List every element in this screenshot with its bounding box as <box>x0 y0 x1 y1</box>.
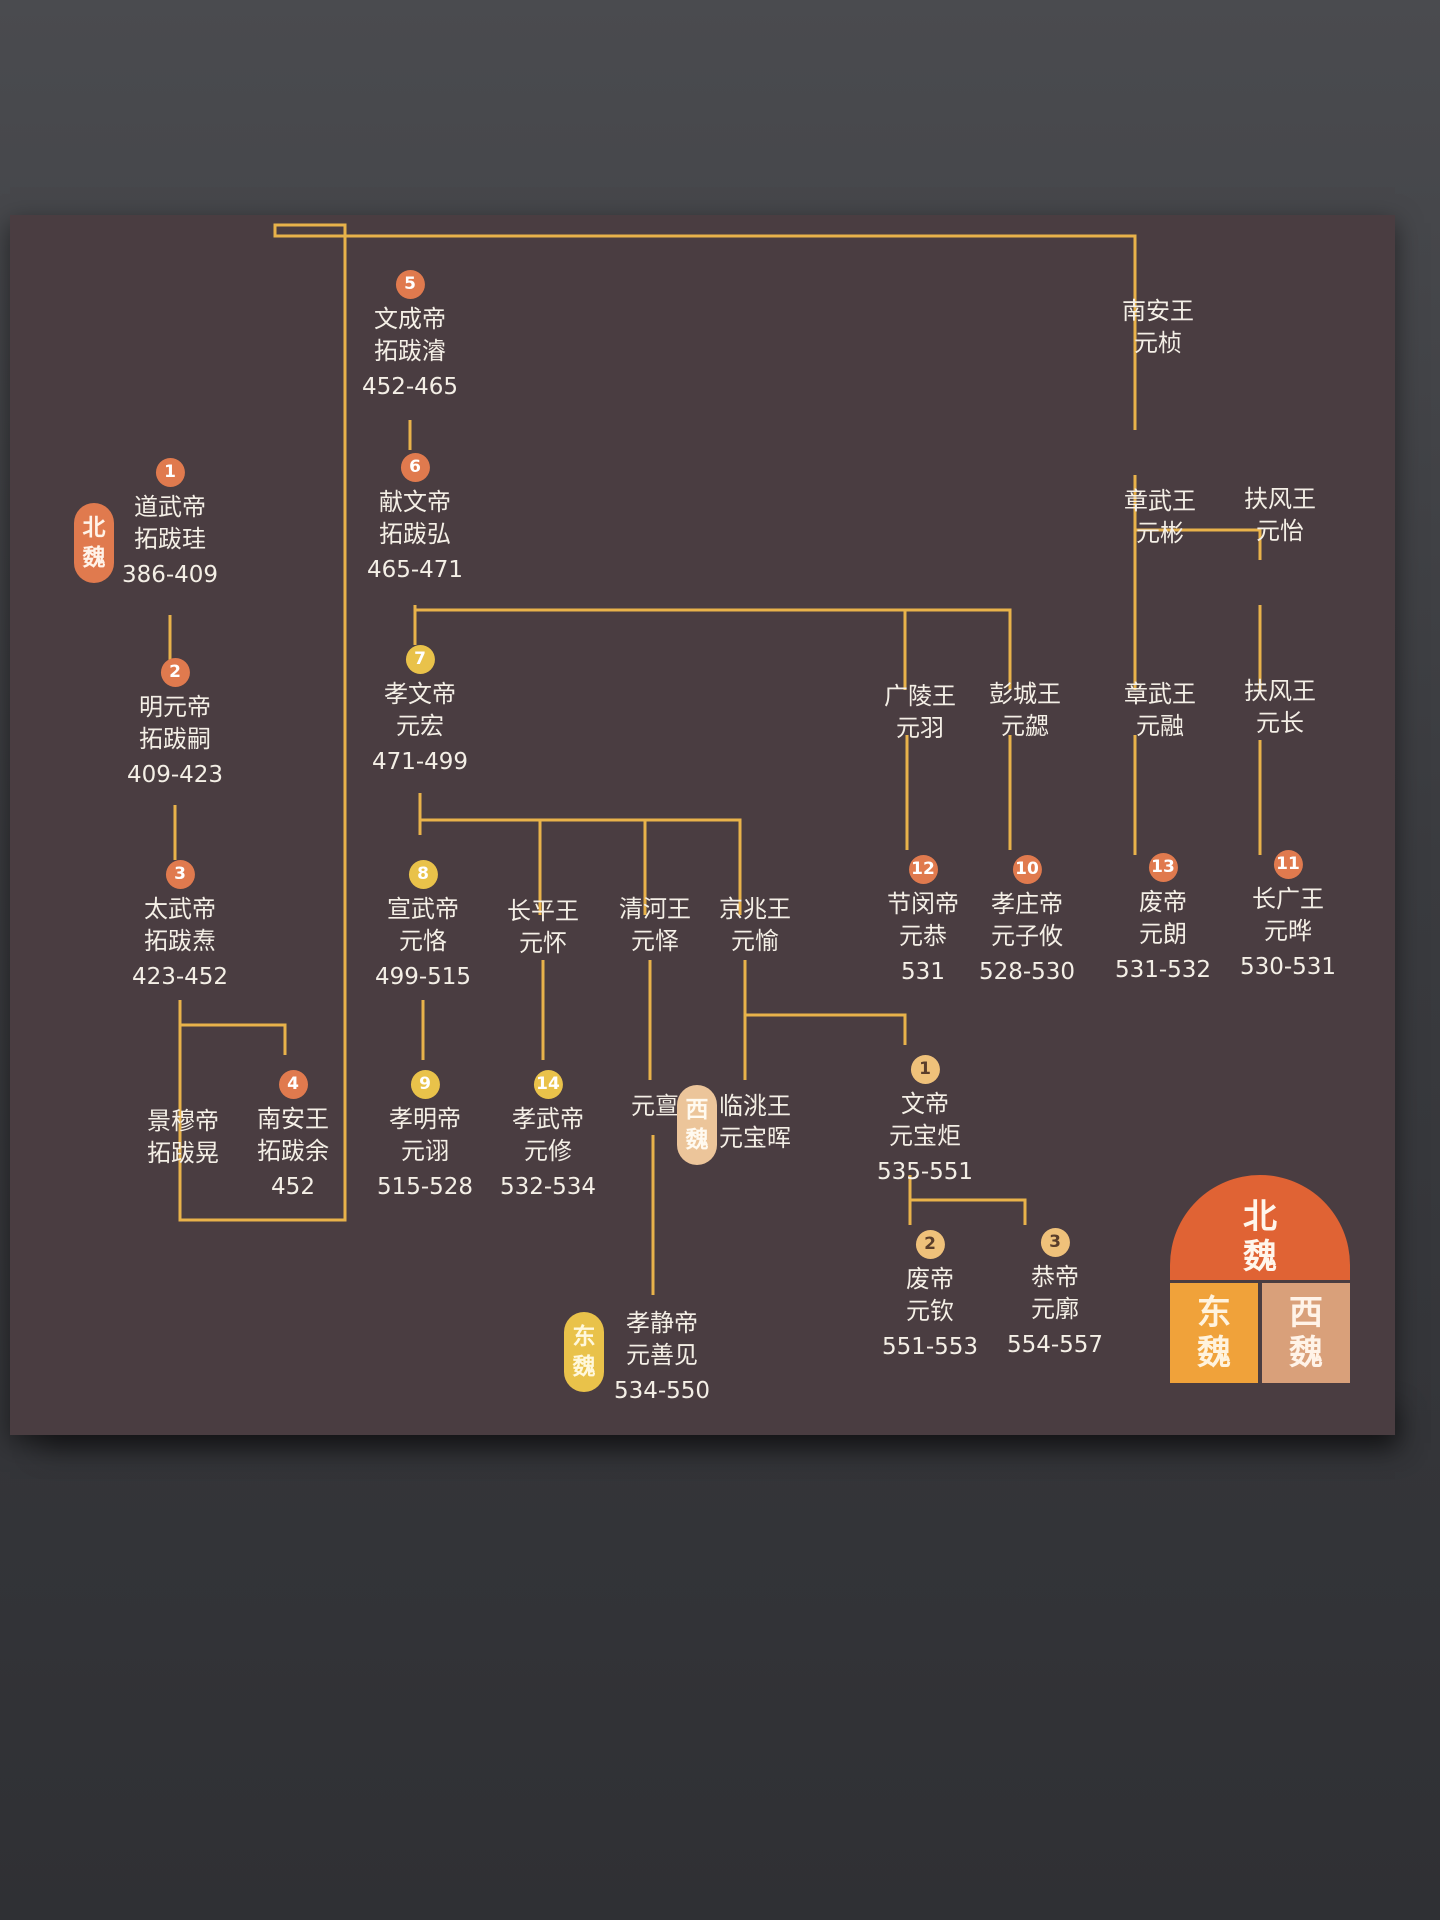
node-xiaowudi: 14 孝武帝 元修 532-534 <box>500 1070 596 1203</box>
reign-order-badge: 4 <box>278 1070 308 1099</box>
node-xiaozhuangdi: 10 孝庄帝 元子攸 528-530 <box>979 855 1075 988</box>
node-mingyuandi: 2 明元帝 拓跋嗣 409-423 <box>127 658 223 791</box>
line-3-nananwang <box>180 1023 287 1055</box>
node-wendi-ww: 1 文帝 元宝炬 535-551 <box>877 1055 973 1188</box>
node-changguangwang: 11 长广王 元晔 530-531 <box>1240 850 1336 983</box>
node-guanglingwang: 广陵王 元羽 <box>884 682 956 742</box>
node-xiaojingdi: 孝静帝 元善见 534-550 <box>613 1309 711 1404</box>
reign-order-badge: 1 <box>155 458 185 487</box>
western-wei-tag: 西 魏 <box>677 1085 717 1165</box>
reign-order-badge: 5 <box>395 270 425 299</box>
node-lintaowang: 临洮王 元宝晖 <box>719 1092 791 1152</box>
node-zhangwuwang-rong: 章武王 元融 <box>1124 680 1196 740</box>
node-changpingwang: 长平王 元怀 <box>507 897 579 957</box>
reign-order-badge: 2 <box>160 658 190 687</box>
line-3-children <box>178 223 1137 1222</box>
node-nananwang-yu: 4 南安王 拓跋余 452 <box>257 1070 329 1203</box>
line-7-children <box>420 818 742 915</box>
node-jingzhaowang: 京兆王 元愉 <box>719 895 791 955</box>
legend-eastern-wei: 东 魏 <box>1170 1283 1258 1383</box>
node-daowudi: 1 道武帝 拓跋珪 386-409 <box>122 458 218 591</box>
reign-order-badge: 3 <box>1040 1228 1070 1257</box>
reign-order-badge: 2 <box>915 1230 945 1259</box>
dynasty-legend: 北 魏 东 魏 西 魏 <box>1170 1175 1350 1395</box>
reign-order-badge: 13 <box>1148 853 1178 882</box>
node-jiemindi: 12 节闵帝 元恭 531 <box>887 855 959 988</box>
reign-order-badge: 7 <box>405 645 435 674</box>
node-fufengwang-chang: 扶风王 元长 <box>1244 677 1316 737</box>
node-wenchengdi: 5 文成帝 拓跋濬 452-465 <box>362 270 458 403</box>
node-xuanwudi: 8 宣武帝 元恪 499-515 <box>375 860 471 993</box>
line-jingzhao-wendi <box>745 1013 907 1045</box>
line-wendi-branch <box>910 1198 1027 1225</box>
node-nananwang-zhen: 南安王 元桢 <box>1122 297 1194 357</box>
node-jingmudi: 景穆帝 拓跋晃 <box>147 1107 219 1167</box>
node-taiwudi: 3 太武帝 拓跋焘 423-452 <box>132 860 228 993</box>
legend-northern-wei: 北 魏 <box>1170 1175 1350 1280</box>
node-feidi-ww: 2 废帝 元钦 551-553 <box>882 1230 978 1363</box>
node-gongdi: 3 恭帝 元廓 554-557 <box>1007 1228 1103 1361</box>
node-xiaowendi: 7 孝文帝 元宏 471-499 <box>372 645 468 778</box>
legend-western-wei: 西 魏 <box>1262 1283 1350 1383</box>
reign-order-badge: 11 <box>1273 850 1303 879</box>
node-zhangwuwang-bin: 章武王 元彬 <box>1124 487 1196 547</box>
node-xianwendi: 6 献文帝 拓跋弘 465-471 <box>367 453 463 586</box>
reign-order-badge: 14 <box>533 1070 563 1099</box>
node-pengchengwang: 彭城王 元勰 <box>989 680 1061 740</box>
line-zhen-fufeng <box>1135 528 1262 560</box>
node-fufengwang-yi: 扶风王 元怡 <box>1244 485 1316 545</box>
eastern-wei-tag: 东 魏 <box>564 1312 604 1392</box>
reign-order-badge: 8 <box>408 860 438 889</box>
node-xiaomingdi: 9 孝明帝 元诩 515-528 <box>377 1070 473 1203</box>
reign-order-badge: 10 <box>1012 855 1042 884</box>
genealogy-board: 北 魏 1 道武帝 拓跋珪 386-409 2 明元帝 拓跋嗣 409-423 … <box>10 215 1395 1435</box>
connector-lines <box>168 223 1262 1295</box>
reign-order-badge: 12 <box>908 855 938 884</box>
northern-wei-tag: 北 魏 <box>74 503 114 583</box>
node-yuandan: 元亶 <box>631 1092 679 1120</box>
line-6-branch <box>415 608 1012 690</box>
reign-order-badge: 6 <box>400 453 430 482</box>
reign-order-badge: 9 <box>410 1070 440 1099</box>
node-qinghewang: 清河王 元怿 <box>619 895 691 955</box>
node-feidi-lang: 13 废帝 元朗 531-532 <box>1115 853 1211 986</box>
reign-order-badge: 3 <box>165 860 195 889</box>
reign-order-badge: 1 <box>910 1055 940 1084</box>
